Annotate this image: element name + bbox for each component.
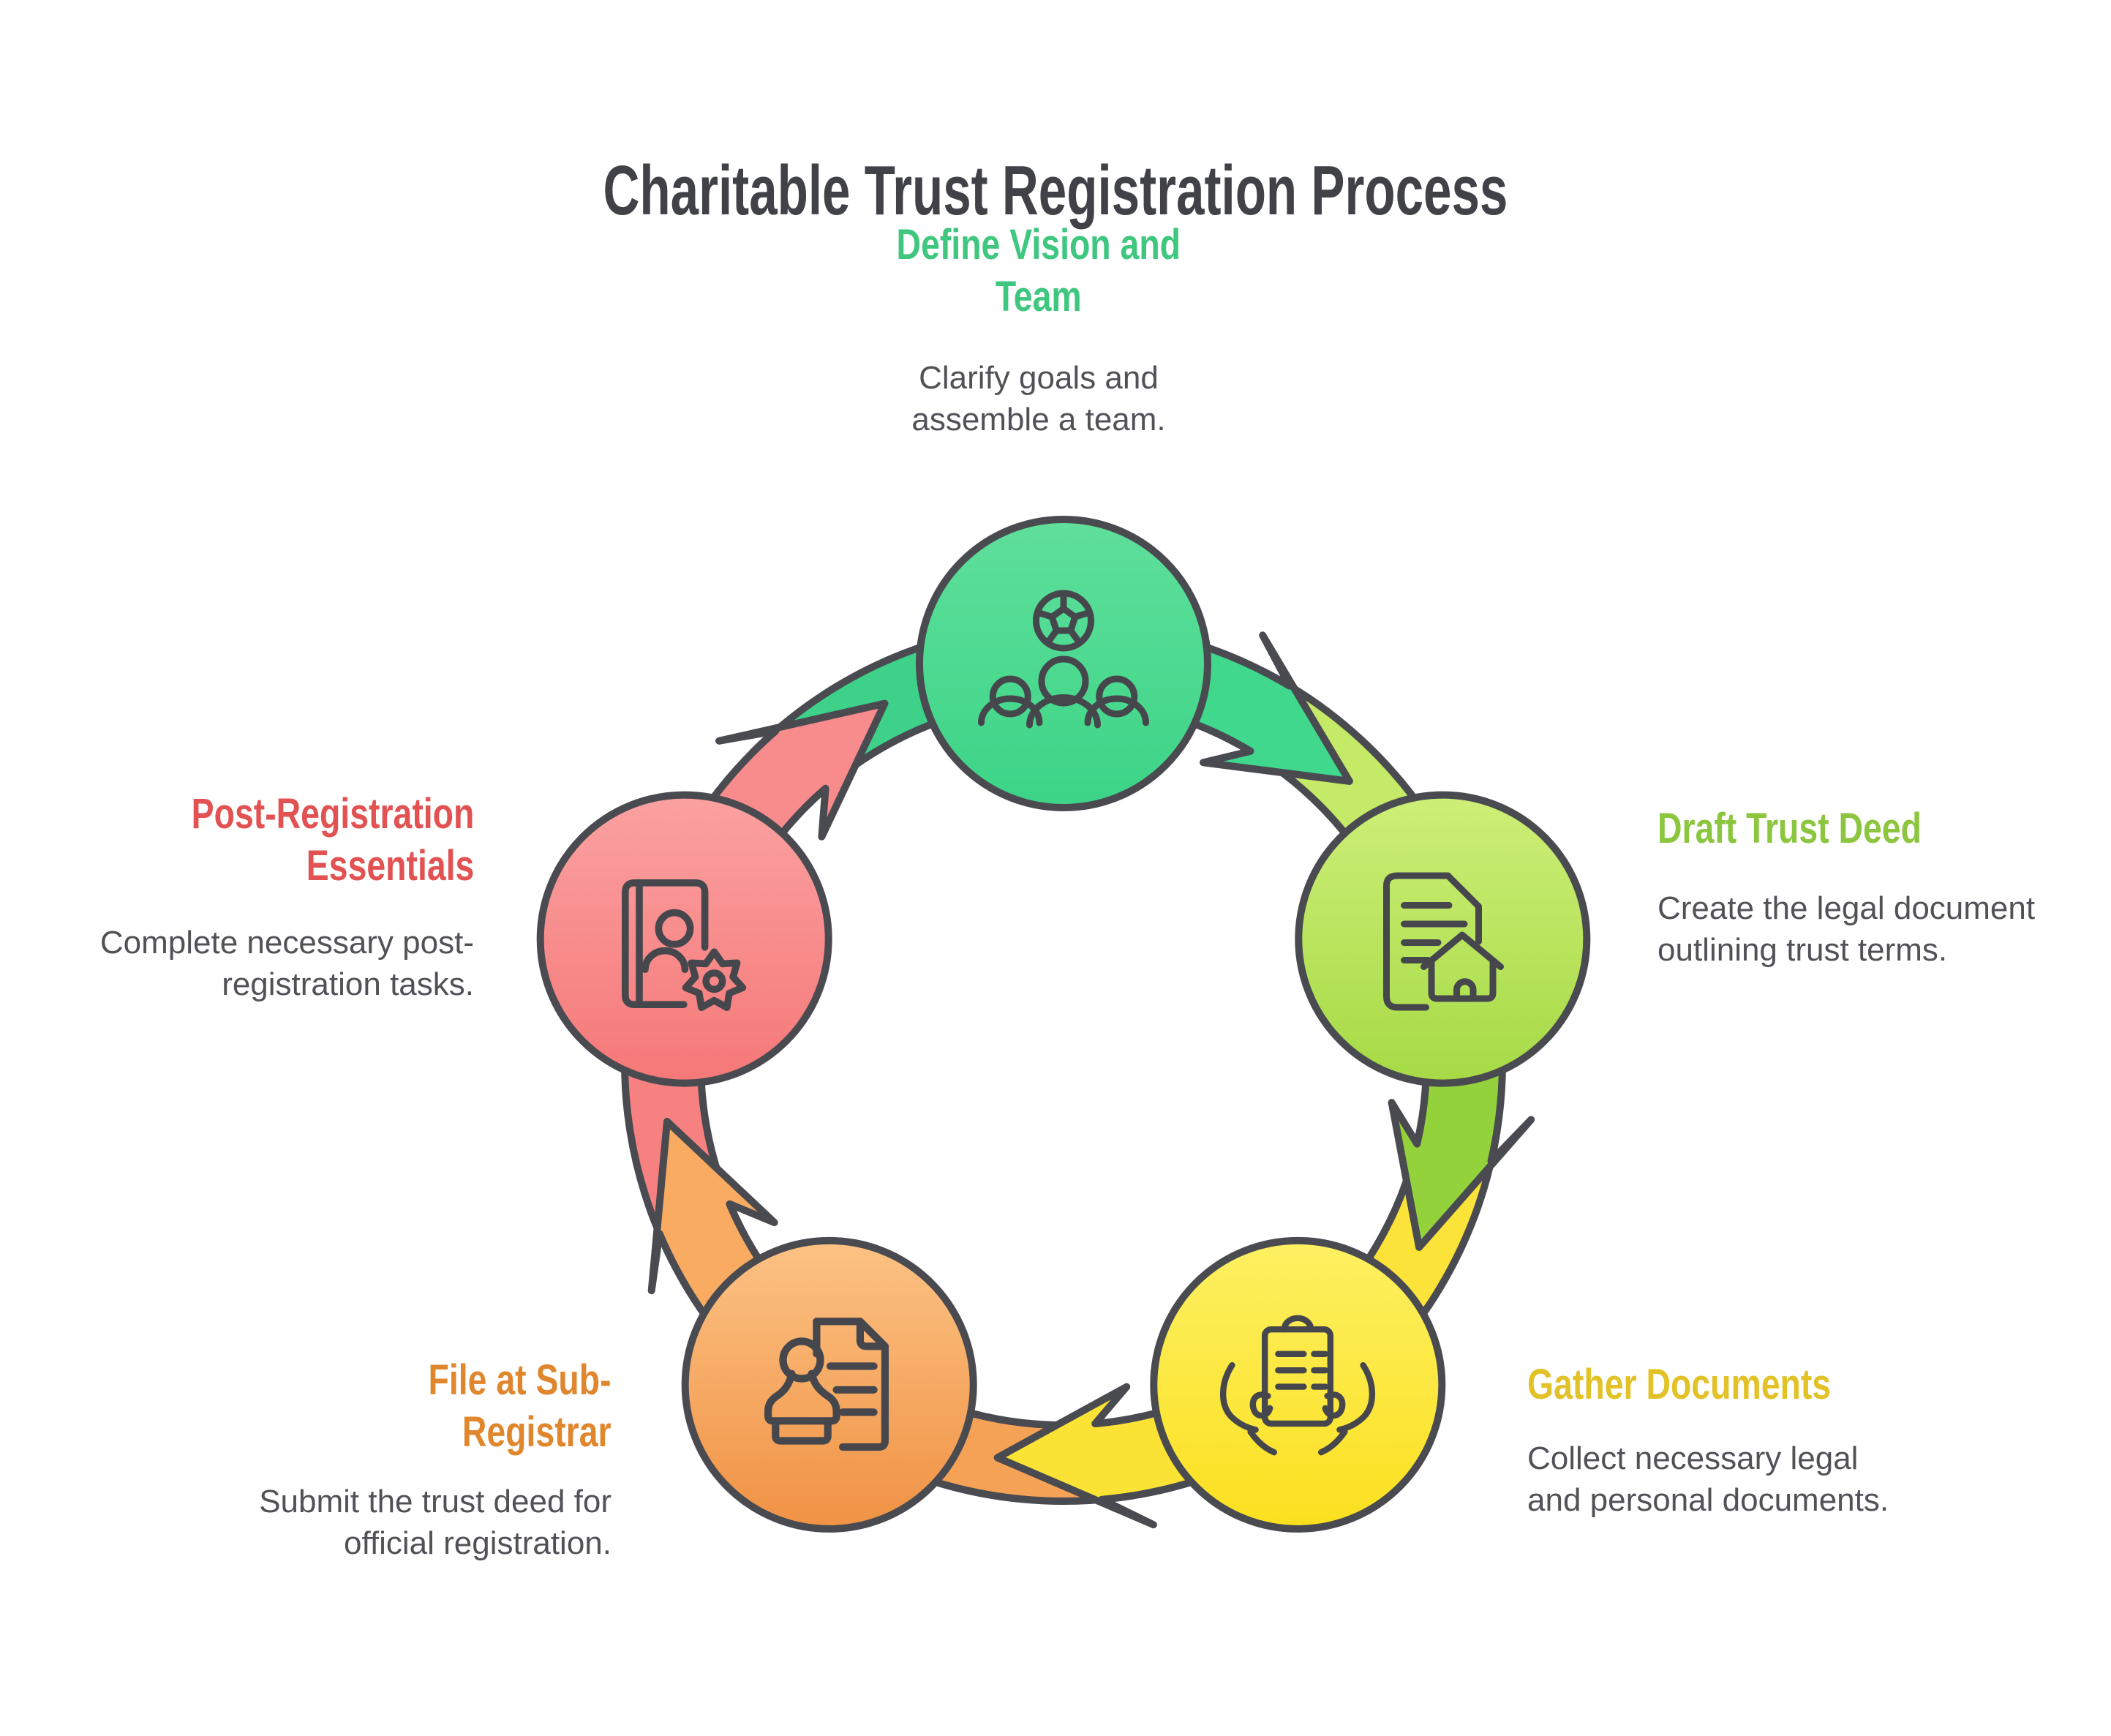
step-description: Clarify goals and assemble a team. — [911, 359, 1166, 437]
step-block-draft-trust-deed: Draft Trust Deed Create the legal docume… — [1657, 803, 2096, 971]
trust-deed-icon — [1383, 872, 1504, 1011]
step-label: Draft Trust Deed — [1657, 805, 1922, 852]
book-gear-icon — [621, 879, 747, 1012]
gather-documents-icon — [1219, 1315, 1376, 1456]
step-block-gather-documents: Gather Documents Collect necessary legal… — [1527, 1359, 2010, 1521]
step-label: File at Sub- Registrar — [428, 1356, 612, 1456]
gear-icon — [682, 948, 747, 1012]
step-circles — [536, 516, 1591, 1533]
step-circle-4 — [681, 1236, 977, 1533]
page-title: Charitable Trust Registration Process — [603, 151, 1508, 230]
step-circle-2 — [1295, 791, 1591, 1087]
step-circle-1 — [916, 516, 1211, 811]
stamp-document-icon — [764, 1318, 889, 1451]
step-block-post-registration: Post-Registration Essentials Complete ne… — [44, 789, 474, 1005]
step-label: Post-Registration Essentials — [191, 790, 474, 890]
step-description: Collect necessary legal and personal doc… — [1527, 1440, 1889, 1518]
step-description: Create the legal document outlining trus… — [1657, 890, 2036, 968]
step-block-file-sub-registrar: File at Sub- Registrar Submit the trust … — [146, 1355, 612, 1564]
step-block-define-vision: Define Vision and Team Clarify goals and… — [673, 219, 1404, 440]
step-description: Complete necessary post- registration ta… — [99, 924, 474, 1002]
step-description: Submit the trust deed for official regis… — [259, 1483, 612, 1561]
team-icon — [978, 590, 1149, 729]
step-label: Gather Documents — [1527, 1361, 1832, 1408]
step-label: Define Vision and Team — [896, 221, 1181, 320]
